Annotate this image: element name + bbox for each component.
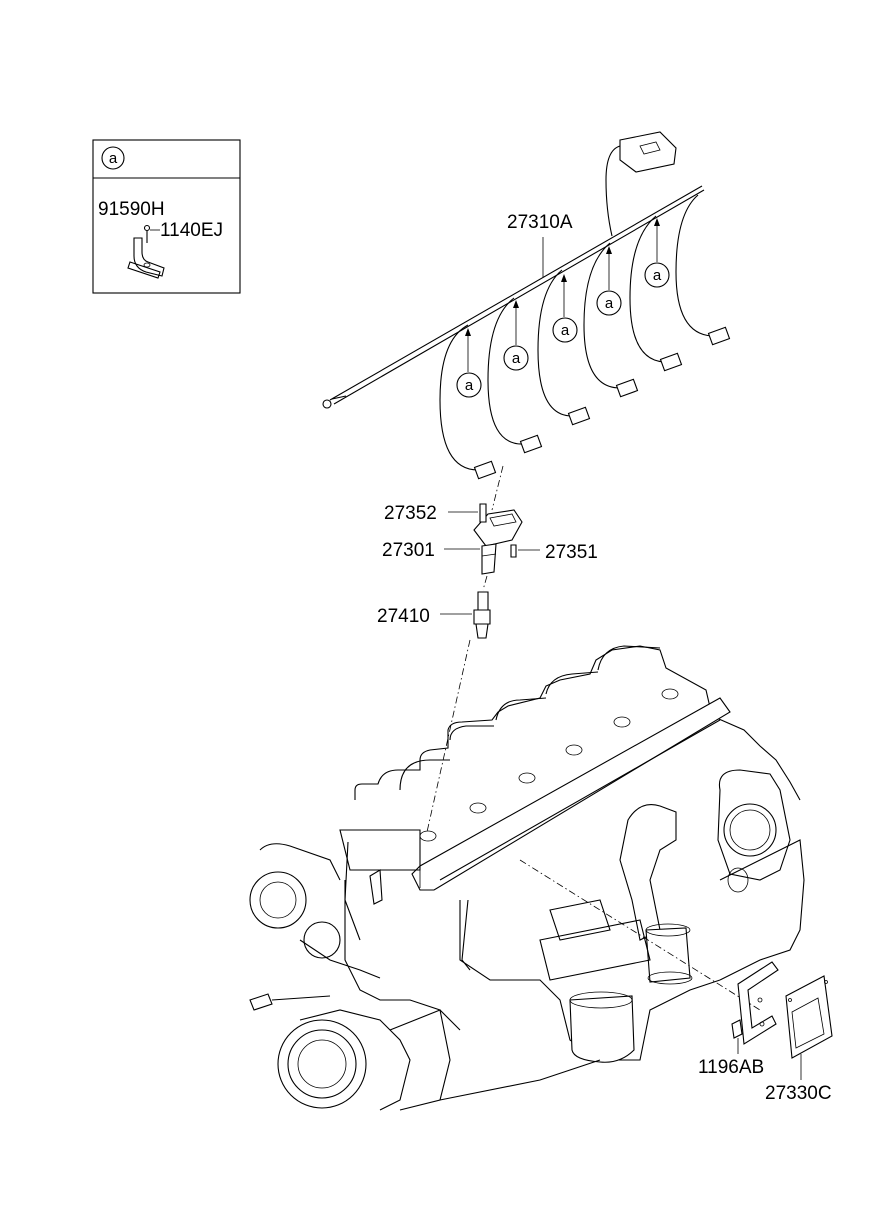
- harness-callouts: a a a a a: [456, 218, 670, 398]
- label-27310A: 27310A: [507, 212, 573, 233]
- wiring-harness: [322, 131, 731, 480]
- callout-letter-2: a: [512, 350, 521, 367]
- clip-bolt-icon: [143, 224, 160, 243]
- label-27351: 27351: [545, 542, 598, 563]
- callout-letter-1: a: [465, 377, 474, 394]
- label-1140EJ: 1140EJ: [160, 220, 223, 241]
- callout-letter-5: a: [653, 267, 662, 284]
- callout-3: a: [552, 274, 578, 343]
- callout-2: a: [503, 300, 529, 371]
- ecu-module-27330C: [785, 975, 833, 1080]
- spark-plug: [426, 575, 491, 833]
- inset-box: a 91590H 1140EJ: [92, 139, 241, 294]
- label-91590H: 91590H: [98, 199, 165, 220]
- callout-letter-3: a: [561, 322, 570, 339]
- callout-5: a: [644, 218, 670, 288]
- callout-1: a: [456, 328, 482, 398]
- inset-callout-letter: a: [109, 150, 118, 167]
- label-27301: 27301: [382, 540, 435, 561]
- label-27330C: 27330C: [765, 1083, 832, 1104]
- callout-letter-4: a: [605, 295, 614, 312]
- label-27410: 27410: [377, 606, 430, 627]
- callout-4: a: [596, 246, 622, 316]
- engine-block: [249, 645, 805, 1111]
- ignition-coil: [444, 465, 540, 575]
- bracket-1196AB: [731, 961, 779, 1054]
- label-27352: 27352: [384, 503, 437, 524]
- label-1196AB: 1196AB: [698, 1057, 764, 1078]
- clip-icon: [127, 237, 165, 279]
